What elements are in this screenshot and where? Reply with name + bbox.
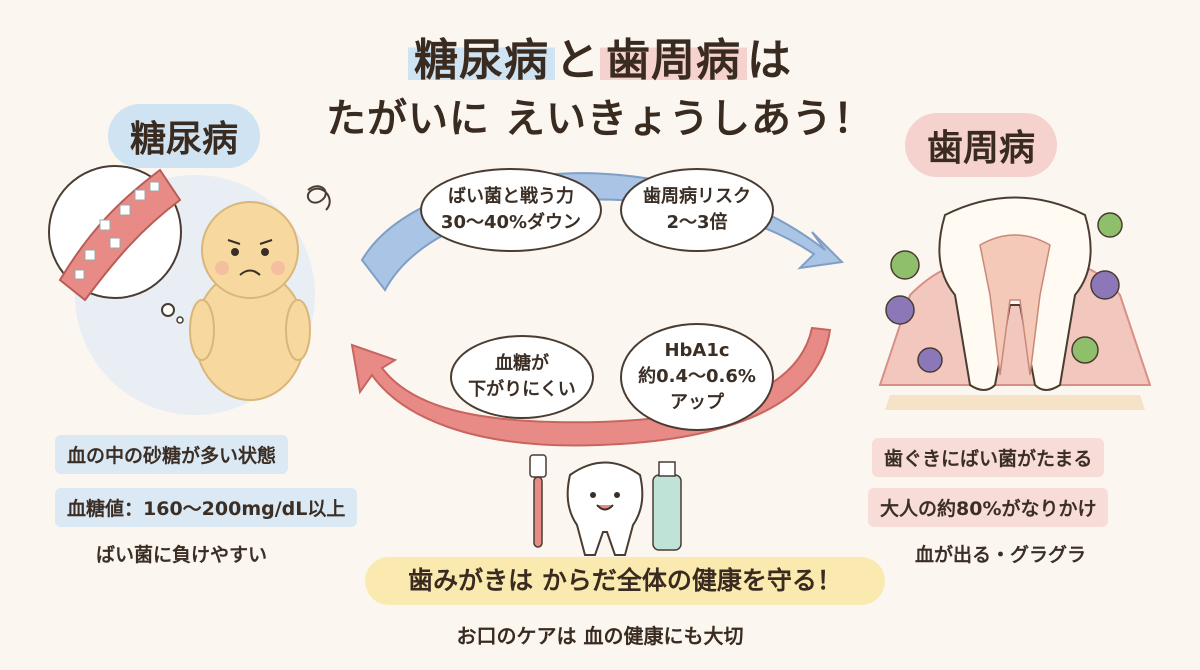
title-periodontal: 歯周病 <box>600 35 747 86</box>
periodontal-heading: 歯周病 <box>905 113 1058 177</box>
bubble-line: 約0.4〜0.6% <box>638 366 756 387</box>
blood-vessel-bubble <box>48 165 184 324</box>
periodontal-fact-2: 大人の約80%がなりかけ <box>868 488 1109 527</box>
bubble-line: 歯周病リスク <box>643 186 751 207</box>
toothbrush-icon <box>529 454 547 548</box>
oral-care-subline: お口のケアは 血の健康にも大切 <box>456 624 744 648</box>
tooth-cross-section <box>938 196 1092 391</box>
main-subtitle: たがいに えいきょうしあう！ <box>326 96 874 142</box>
diabetes-fact-1: 血の中の砂糖が多い状態 <box>55 435 289 474</box>
diabetes-fact-3: ばい菌に負けやすい <box>96 544 268 566</box>
bubble-line: 下がりにくい <box>468 379 576 400</box>
periodontal-fact-1: 歯ぐきにばい菌がたまる <box>872 438 1105 477</box>
main-title: 糖尿病と歯周病は <box>0 24 1200 88</box>
periodontal-fact-3: 血が出る・グラグラ <box>915 544 1087 566</box>
germ-icon <box>885 212 1123 373</box>
diabetes-heading: 糖尿病 <box>108 104 261 168</box>
toothbrushing-banner: 歯みがきは からだ全体の健康を守る！ <box>365 557 885 605</box>
sugar-cube-icon <box>74 181 160 280</box>
bubble-line: 血糖が <box>495 353 549 374</box>
bubble-periodontal-risk: 歯周病リスク 2〜3倍 <box>620 168 774 252</box>
bubble-line: HbA1c <box>664 340 730 361</box>
title-suffix: は <box>747 35 792 86</box>
worried-character <box>189 201 311 401</box>
diabetes-fact-2: 血糖値：160〜200mg/dL以上 <box>55 488 358 527</box>
bubble-blood-sugar: 血糖が 下がりにくい <box>450 335 594 419</box>
periodontal-illustration <box>878 196 1152 410</box>
toothpaste-icon <box>652 461 682 551</box>
bubble-line: 2〜3倍 <box>666 212 728 233</box>
bubble-line: ばい菌と戦う力 <box>448 186 574 207</box>
title-connector: と <box>555 35 600 86</box>
confused-scribble-icon <box>306 185 331 211</box>
bubble-hba1c: HbA1c 約0.4〜0.6% アップ <box>620 323 774 431</box>
bubble-immunity-down: ばい菌と戦う力 30〜40%ダウン <box>420 168 602 252</box>
bubble-line: 30〜40%ダウン <box>440 212 582 233</box>
tooth-mascot <box>529 454 682 556</box>
bubble-line: アップ <box>670 392 724 413</box>
diabetes-illustration <box>48 165 331 415</box>
title-diabetes: 糖尿病 <box>408 35 555 86</box>
